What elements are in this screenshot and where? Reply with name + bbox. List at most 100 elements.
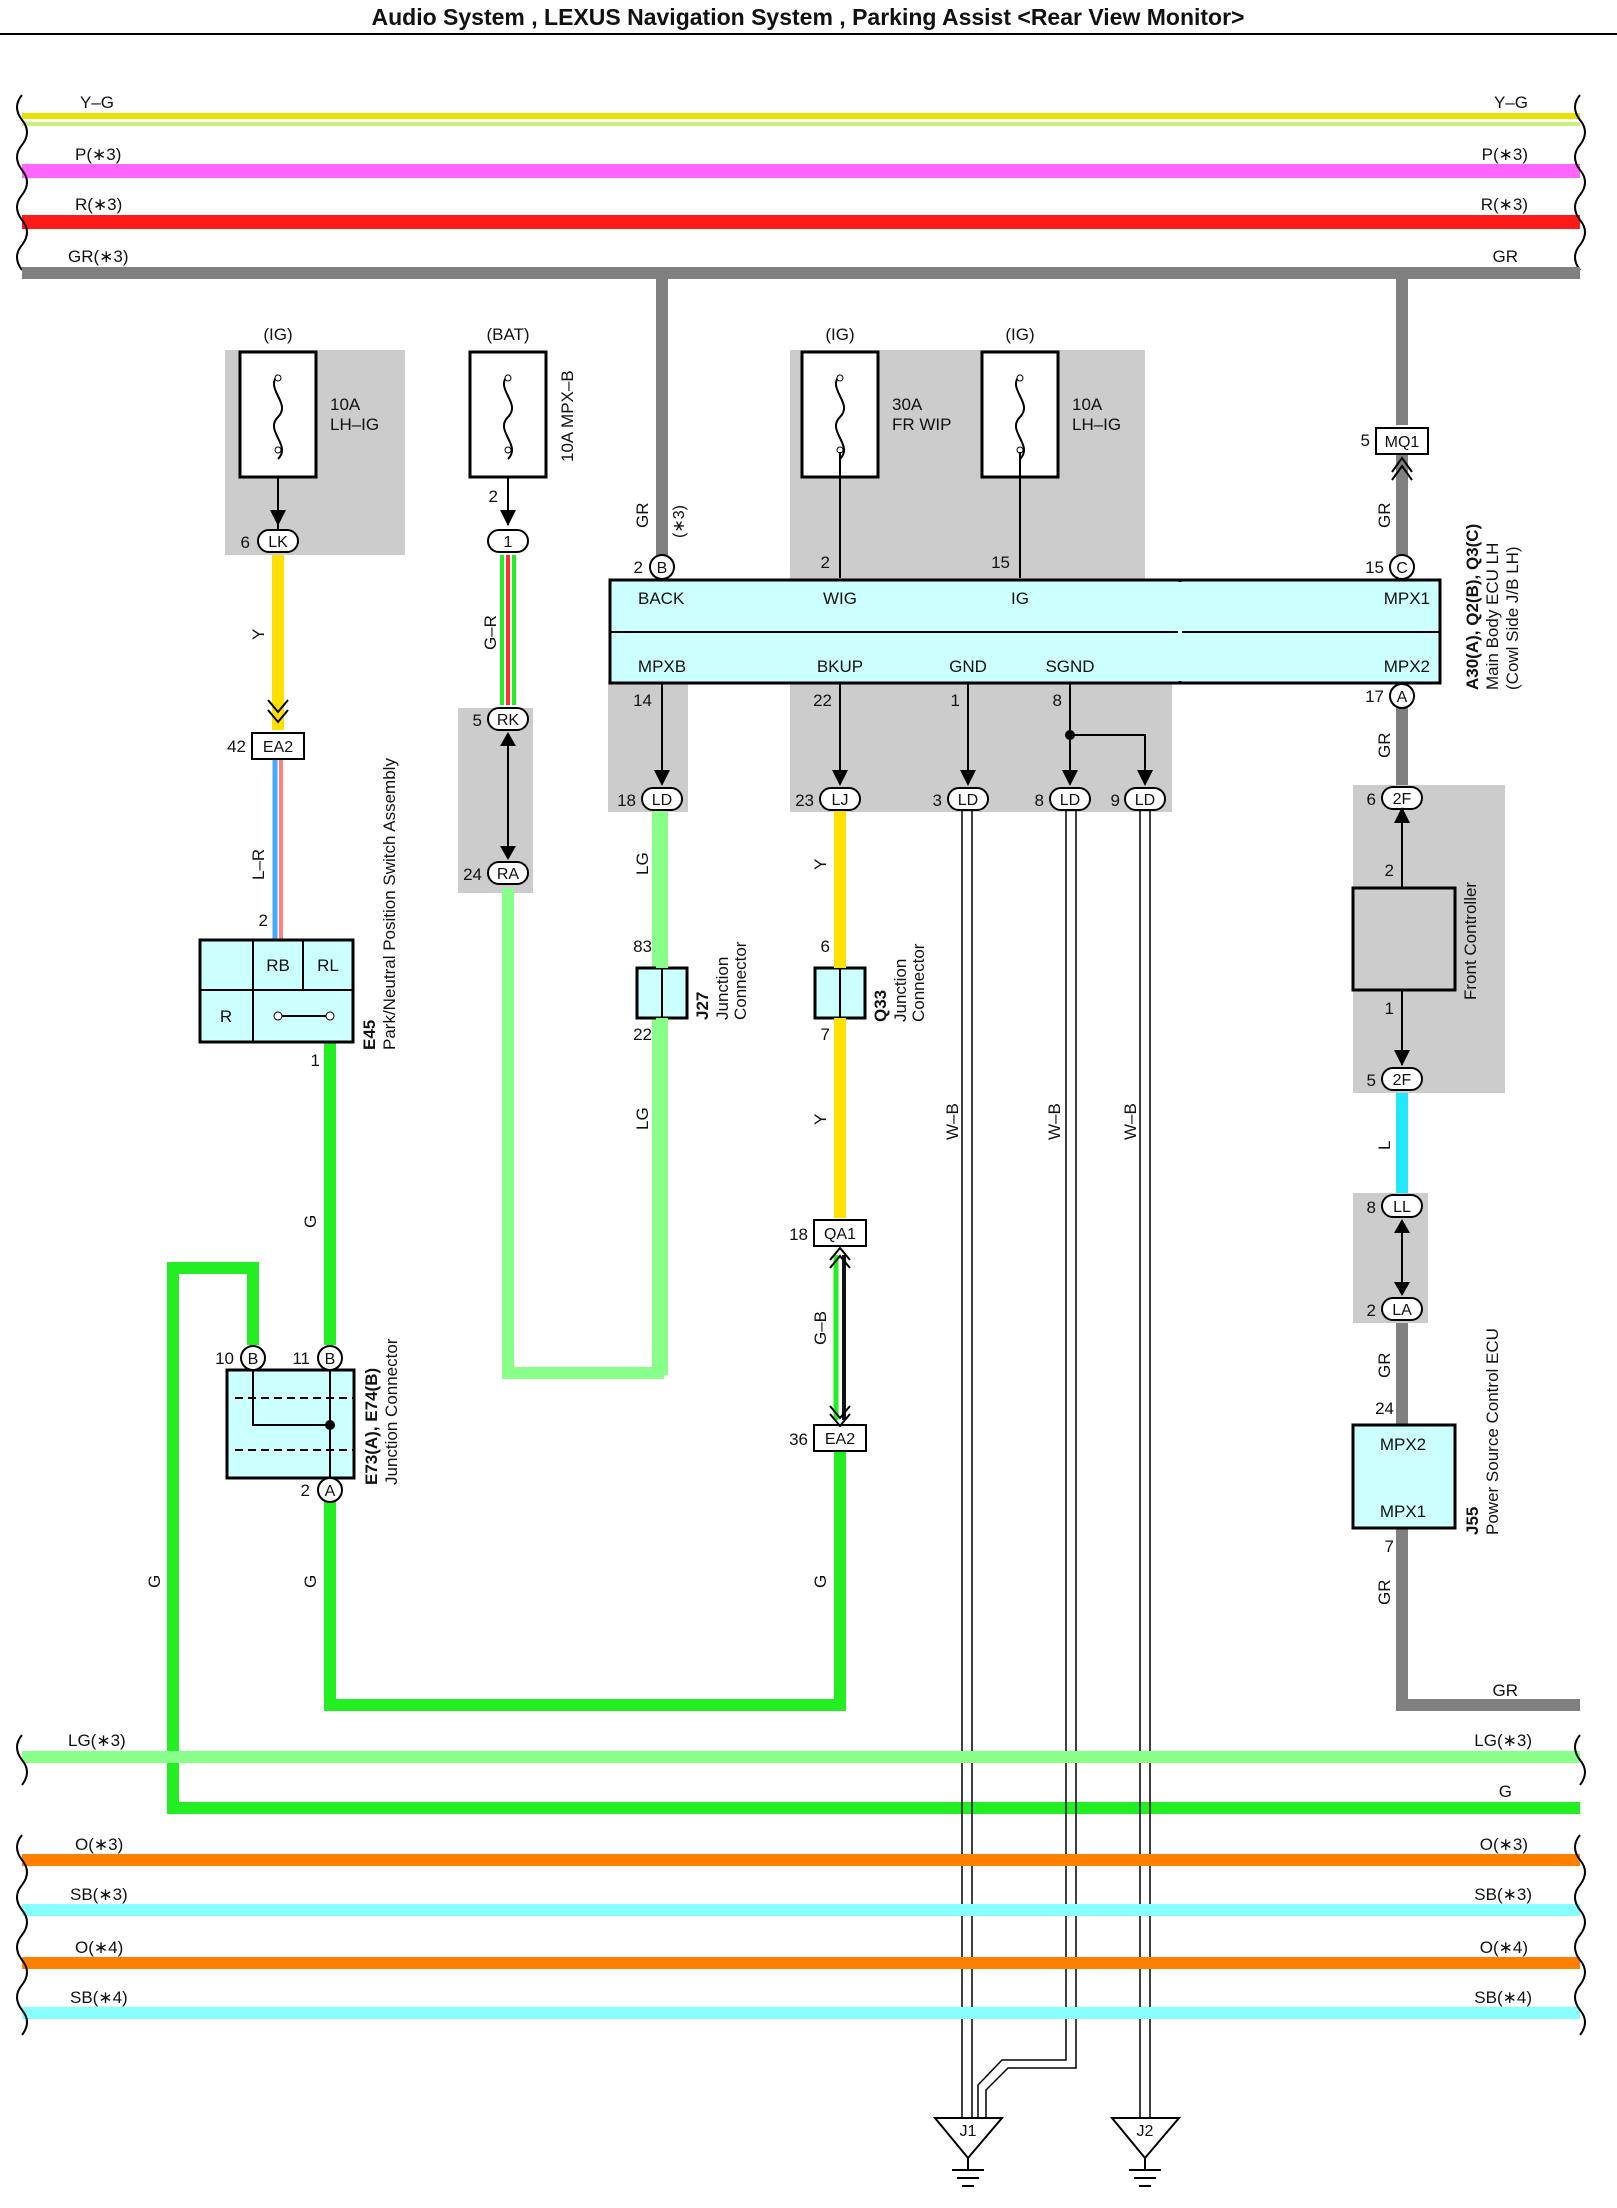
svg-text:LA: LA xyxy=(1392,1302,1412,1319)
connectors: LK EA2 1 RK RA B LD LJ LD LD LD QA1 xyxy=(240,427,1429,1503)
svg-text:G: G xyxy=(811,1575,830,1588)
bus-o4-label-left: O(∗4) xyxy=(75,1938,123,1957)
svg-text:Connector: Connector xyxy=(909,943,928,1022)
svg-text:FR WIP: FR WIP xyxy=(892,415,952,434)
connector-b-10 xyxy=(240,1345,266,1371)
svg-text:18: 18 xyxy=(789,1225,808,1244)
svg-text:10A MPX–B: 10A MPX–B xyxy=(558,370,577,462)
svg-text:2: 2 xyxy=(489,487,498,506)
connector-b-back xyxy=(649,554,675,580)
svg-text:17: 17 xyxy=(1365,687,1384,706)
connector-lk xyxy=(257,529,299,553)
svg-text:15: 15 xyxy=(1365,558,1384,577)
svg-text:3: 3 xyxy=(933,791,942,810)
svg-text:2: 2 xyxy=(301,1481,310,1500)
svg-text:GR: GR xyxy=(1375,1580,1394,1606)
bus-r-label-right: R(∗3) xyxy=(1481,195,1528,214)
svg-text:9: 9 xyxy=(1111,791,1120,810)
svg-text:1: 1 xyxy=(311,1051,320,1070)
connector-rk xyxy=(487,707,529,731)
svg-text:LG: LG xyxy=(633,852,652,875)
svg-text:2: 2 xyxy=(1367,1301,1376,1320)
svg-text:2: 2 xyxy=(259,911,268,930)
top-bus-labels: Y–G Y–G P(∗3) P(∗3) R(∗3) R(∗3) GR(∗3) G… xyxy=(68,93,1528,266)
svg-text:83: 83 xyxy=(633,937,652,956)
svg-text:6: 6 xyxy=(1367,790,1376,809)
connector-ea2-a xyxy=(251,732,305,760)
ground-icon xyxy=(1109,2117,1182,2160)
connector-a-2 xyxy=(317,1477,343,1503)
svg-text:J55: J55 xyxy=(1463,1507,1482,1535)
connector-ea2-b xyxy=(813,1424,867,1452)
park-neutral-switch: RB RL R E45 Park/Neutral Position Switch… xyxy=(198,758,399,1050)
svg-text:24: 24 xyxy=(463,865,482,884)
svg-text:2: 2 xyxy=(821,553,830,572)
svg-text:Junction Connector: Junction Connector xyxy=(382,1338,401,1485)
bus-lg-label-right: LG(∗3) xyxy=(1474,1731,1532,1750)
svg-text:MQ1: MQ1 xyxy=(1385,434,1420,451)
svg-text:(∗3): (∗3) xyxy=(671,505,688,538)
svg-text:B: B xyxy=(248,1351,259,1368)
ecu-pin-mpx2-label: MPX2 xyxy=(1384,657,1430,676)
svg-text:5: 5 xyxy=(473,711,482,730)
svg-text:G: G xyxy=(145,1575,164,1588)
svg-text:LL: LL xyxy=(1393,1199,1411,1216)
svg-text:Power Source Control ECU: Power Source Control ECU xyxy=(1483,1328,1502,1535)
connector-1 xyxy=(487,529,529,553)
svg-text:42: 42 xyxy=(227,737,246,756)
ground-j1: J1 xyxy=(932,2117,1005,2187)
connector-c-15 xyxy=(1389,554,1415,580)
svg-text:Connector: Connector xyxy=(731,941,750,1020)
bus-yg-label-right: Y–G xyxy=(1494,93,1528,112)
fuse-icon xyxy=(1014,374,1026,460)
bus-yg-label-left: Y–G xyxy=(80,93,114,112)
svg-text:Junction: Junction xyxy=(713,957,732,1020)
svg-text:30A: 30A xyxy=(892,395,923,414)
connector-qa1 xyxy=(813,1219,867,1247)
ecu-name: Main Body ECU LH xyxy=(1483,543,1502,690)
fuse-mpx-b: (BAT) 10A MPX–B xyxy=(468,325,577,479)
svg-text:1: 1 xyxy=(951,691,960,710)
bus-p-label-left: P(∗3) xyxy=(75,145,121,164)
svg-text:15: 15 xyxy=(991,553,1010,572)
connector-ld-18 xyxy=(641,787,683,811)
arrows xyxy=(270,510,1410,1066)
svg-text:2: 2 xyxy=(634,558,643,577)
svg-text:RK: RK xyxy=(497,712,520,729)
svg-text:LK: LK xyxy=(268,534,288,551)
connector-b-11 xyxy=(317,1345,343,1371)
svg-text:8: 8 xyxy=(1367,1198,1376,1217)
junction-connector-e73: E73(A), E74(B) Junction Connector xyxy=(225,1338,401,1485)
break-marks-bottom xyxy=(16,1734,1586,2036)
svg-text:L–R: L–R xyxy=(249,849,268,880)
svg-text:6: 6 xyxy=(241,533,250,552)
ecu-pin-gnd: GND xyxy=(949,657,987,676)
shaded-regions xyxy=(225,350,1505,1323)
svg-text:LJ: LJ xyxy=(832,792,849,809)
connector-ll xyxy=(1381,1194,1423,1218)
svg-text:A: A xyxy=(325,1483,336,1500)
svg-text:MPX2: MPX2 xyxy=(1380,1435,1426,1454)
svg-text:Q33: Q33 xyxy=(871,990,890,1022)
svg-text:11: 11 xyxy=(292,1349,310,1368)
bus-sb3-label-right: SB(∗3) xyxy=(1474,1885,1532,1904)
svg-text:Y: Y xyxy=(249,629,268,640)
svg-text:7: 7 xyxy=(1385,1537,1394,1556)
svg-text:Junction: Junction xyxy=(891,959,910,1022)
front-controller: Front Controller xyxy=(1351,882,1480,1000)
svg-text:LG: LG xyxy=(633,1107,652,1130)
bus-o3-label-left: O(∗3) xyxy=(75,1835,123,1854)
bottom-bus-labels: LG(∗3) LG(∗3) G O(∗3) O(∗3) SB(∗3) SB(∗3… xyxy=(68,1731,1532,2007)
svg-text:LH–IG: LH–IG xyxy=(1072,415,1121,434)
svg-text:MPX1: MPX1 xyxy=(1380,1502,1426,1521)
svg-text:GR: GR xyxy=(1493,1681,1519,1700)
svg-text:LH–IG: LH–IG xyxy=(330,415,379,434)
svg-text:G–B: G–B xyxy=(811,1311,830,1345)
svg-text:2F: 2F xyxy=(1393,791,1412,808)
fuse-icon xyxy=(834,374,846,460)
ground-j2: J2 xyxy=(1109,2117,1182,2187)
wire-labels: Y L–R G G G G–R GR (∗3) LG LG Y Y G–B G … xyxy=(145,503,1518,1701)
fuse-icon xyxy=(502,374,514,460)
svg-text:G: G xyxy=(301,1215,320,1228)
svg-text:A: A xyxy=(1397,689,1408,706)
